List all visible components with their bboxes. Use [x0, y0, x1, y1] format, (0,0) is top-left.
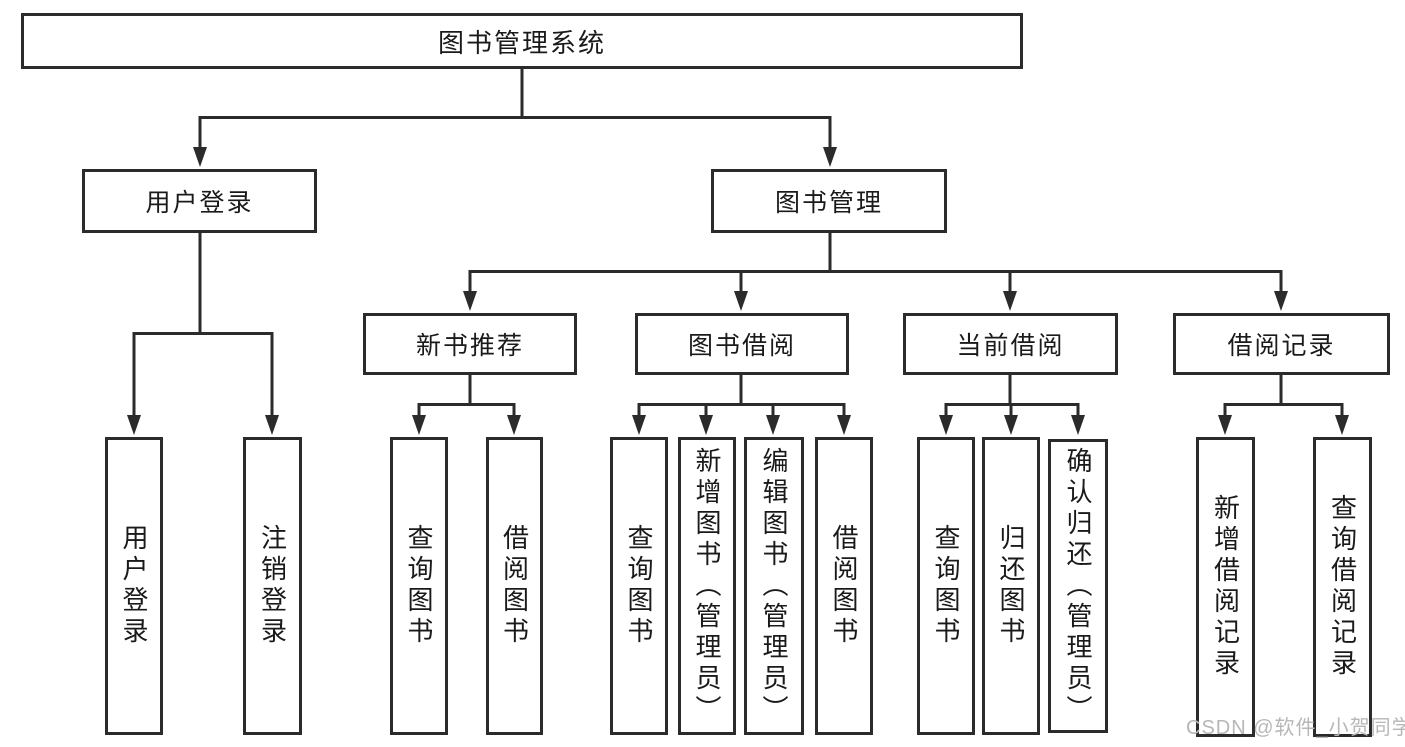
node-label: 借阅图书 — [829, 524, 859, 648]
node-label: 图书管理系统 — [437, 27, 606, 58]
leaf-add-borrow-record: 新增借阅记录 — [1196, 437, 1255, 737]
node-label: 图书借阅 — [687, 332, 796, 360]
node-book-management: 图书管理 — [711, 169, 947, 233]
node-label: 新增图书（管理员） — [692, 446, 722, 726]
node-label: 注销登录 — [257, 524, 288, 648]
node-label: 确认归还（管理员） — [1063, 446, 1093, 726]
leaf-add-book-admin: 新增图书（管理员） — [678, 437, 736, 735]
node-label: 借阅记录 — [1227, 332, 1336, 360]
node-label: 查询图书 — [404, 524, 434, 648]
leaf-logout: 注销登录 — [243, 437, 302, 735]
leaf-query-books-3: 查询图书 — [917, 437, 975, 735]
node-label: 新书推荐 — [415, 332, 524, 360]
node-label: 新增借阅记录 — [1210, 494, 1241, 680]
leaf-return-book: 归还图书 — [982, 437, 1040, 735]
node-current-borrow: 当前借阅 — [903, 313, 1118, 375]
leaf-edit-book-admin: 编辑图书（管理员） — [744, 437, 804, 735]
csdn-watermark: CSDN @软件_小贺同学 — [1186, 717, 1405, 739]
node-label: 查询借阅记录 — [1327, 494, 1358, 680]
node-label: 编辑图书（管理员） — [759, 446, 789, 726]
node-label: 用户登录 — [119, 524, 149, 648]
leaf-user-login: 用户登录 — [105, 437, 163, 735]
node-root-library-system: 图书管理系统 — [21, 13, 1023, 69]
leaf-query-borrow-record: 查询借阅记录 — [1313, 437, 1372, 737]
node-borrow-records: 借阅记录 — [1173, 313, 1390, 375]
node-label: 归还图书 — [996, 524, 1026, 648]
node-label: 当前借阅 — [956, 332, 1065, 360]
node-label: 图书管理 — [774, 189, 883, 217]
node-label: 用户登录 — [145, 189, 254, 217]
leaf-borrow-books-2: 借阅图书 — [815, 437, 873, 735]
node-new-book-recommend: 新书推荐 — [363, 313, 577, 375]
leaf-query-books-1: 查询图书 — [390, 437, 448, 735]
leaf-query-books-2: 查询图书 — [610, 437, 668, 735]
node-label: 借阅图书 — [499, 524, 530, 648]
node-label: 查询图书 — [931, 524, 961, 648]
node-book-borrow: 图书借阅 — [635, 313, 849, 375]
node-label: 查询图书 — [624, 524, 654, 648]
leaf-confirm-return-admin: 确认归还（管理员） — [1048, 439, 1108, 733]
node-user-login: 用户登录 — [82, 169, 317, 233]
leaf-borrow-books-1: 借阅图书 — [486, 437, 543, 735]
